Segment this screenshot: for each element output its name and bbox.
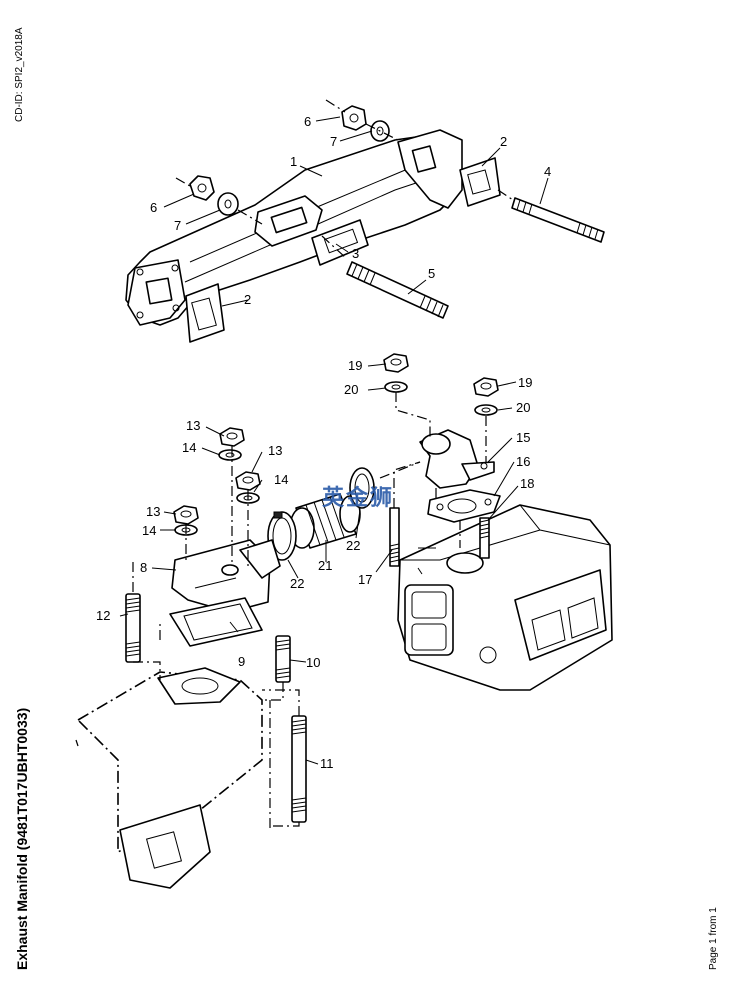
callout-19-top: 19 <box>348 358 362 373</box>
washer-14-a <box>218 449 242 461</box>
upper-manifold-assembly <box>125 99 605 343</box>
callout-19-right: 19 <box>518 375 532 390</box>
stud-11 <box>291 715 307 823</box>
callout-4: 4 <box>544 164 551 179</box>
callout-15: 15 <box>516 430 530 445</box>
nut-13-a <box>219 427 245 447</box>
lower-assembly <box>75 353 613 889</box>
callout-2-right: 2 <box>500 134 507 149</box>
callout-13-b: 13 <box>268 443 282 458</box>
manifold-partial <box>77 667 263 889</box>
callout-7-left: 7 <box>174 218 181 233</box>
callout-18: 18 <box>520 476 534 491</box>
upper-callouts: 1 2 2 3 4 5 6 6 7 7 <box>150 114 551 307</box>
callout-21: 21 <box>318 558 332 573</box>
stud-18 <box>479 517 490 559</box>
callout-22-right: 22 <box>346 538 360 553</box>
gasket-16 <box>427 489 501 523</box>
nut-6-top <box>341 105 367 131</box>
nut-6-left <box>189 175 215 201</box>
washer-20-right <box>474 404 498 416</box>
callout-20-right: 20 <box>516 400 530 415</box>
lower-leader-lines <box>119 363 519 765</box>
washer-7-left <box>217 192 239 216</box>
callout-12: 12 <box>96 608 110 623</box>
nut-19-top <box>383 353 409 373</box>
callout-7-top: 7 <box>330 134 337 149</box>
gasket-center <box>311 219 369 266</box>
callout-13-a: 13 <box>186 418 200 433</box>
callout-13-c: 13 <box>146 504 160 519</box>
washer-20-top <box>384 381 408 393</box>
callout-14-b: 14 <box>274 472 288 487</box>
callout-20-top: 20 <box>344 382 358 397</box>
callout-5: 5 <box>428 266 435 281</box>
stud-17 <box>389 507 400 567</box>
turbocharger-housing <box>397 504 613 691</box>
gasket-left <box>185 283 225 343</box>
gasket-right <box>459 157 501 207</box>
nut-19-right <box>473 377 499 397</box>
callout-6-left: 6 <box>150 200 157 215</box>
callout-8: 8 <box>140 560 147 575</box>
callout-22-left: 22 <box>290 576 304 591</box>
callout-9: 9 <box>238 654 245 669</box>
outlet-8 <box>171 539 281 613</box>
callout-1: 1 <box>290 154 297 169</box>
stud-5 <box>346 261 449 319</box>
bellows-21 <box>289 493 361 549</box>
callout-11: 11 <box>320 756 334 771</box>
stud-4 <box>511 197 605 243</box>
upper-leader-lines <box>163 116 549 307</box>
lower-callouts: 8 9 10 11 12 13 13 13 14 14 14 15 16 17 … <box>96 358 534 771</box>
callout-3: 3 <box>352 246 359 261</box>
gasket-9 <box>169 597 263 647</box>
stud-12 <box>125 593 141 663</box>
stud-10 <box>275 635 291 683</box>
callout-2-left: 2 <box>244 292 251 307</box>
clamp-22-right <box>349 467 375 509</box>
callout-6-top: 6 <box>304 114 311 129</box>
callout-14-a: 14 <box>182 440 196 455</box>
watermark-logo: 英金狮 <box>322 486 395 511</box>
nut-13-c <box>173 505 199 525</box>
callout-14-c: 14 <box>142 523 156 538</box>
callout-17: 17 <box>358 572 372 587</box>
callout-16: 16 <box>516 454 530 469</box>
nut-13-b <box>235 471 261 491</box>
elbow-15 <box>419 429 495 489</box>
callout-10: 10 <box>306 655 320 670</box>
